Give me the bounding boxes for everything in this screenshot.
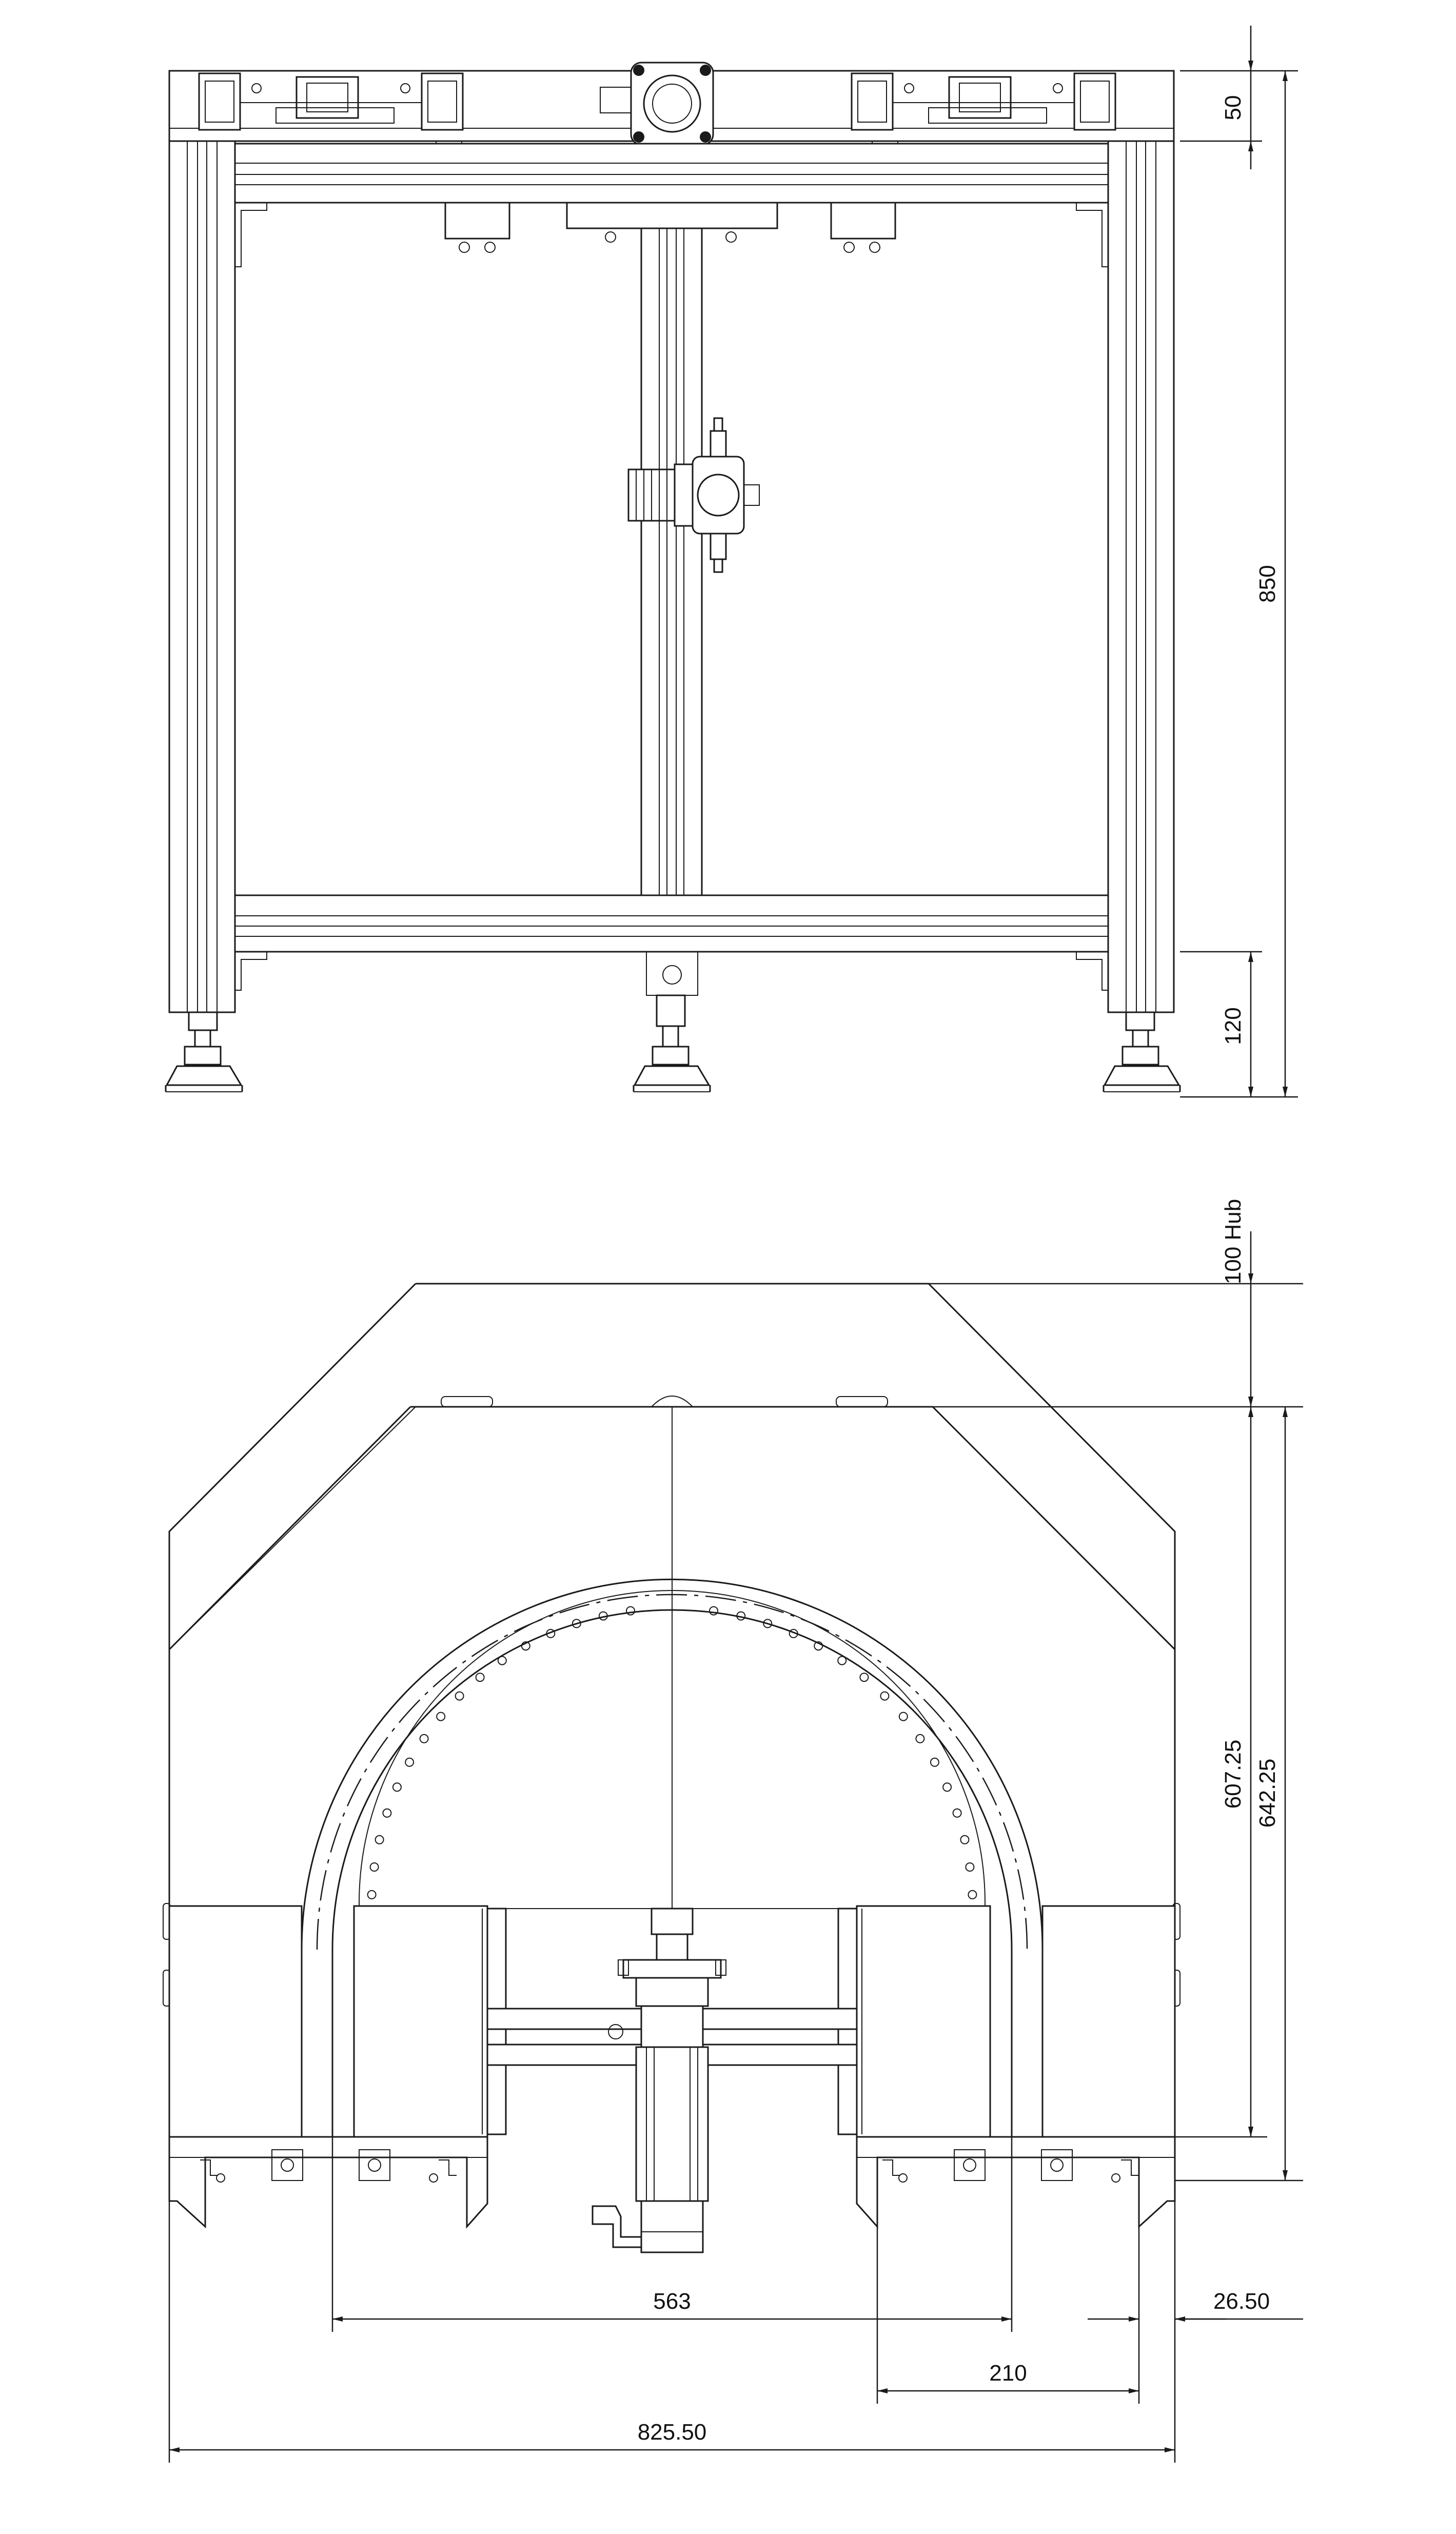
dim-width-total: 825.50: [638, 2420, 707, 2445]
front-view: [165, 62, 1181, 1092]
bolt-hole: [521, 1641, 530, 1651]
dim-foot-height: 120: [1221, 1007, 1246, 1045]
bolt-hole: [763, 1619, 773, 1628]
bolt-hole: [915, 1734, 925, 1743]
bolt-hole-pattern: [367, 1606, 977, 1899]
bolt-hole: [497, 1656, 507, 1665]
bolt-hole: [942, 1782, 952, 1792]
dim-edge-offset: 26.50: [1213, 2289, 1270, 2314]
bolt-hole: [968, 1890, 977, 1899]
bolt-hole: [837, 1656, 847, 1665]
right-outer-block: [1041, 1905, 1176, 2138]
center-post: [640, 227, 703, 896]
front-view-dimensions: 50 850 120: [1180, 26, 1298, 1098]
right-inner-block: [856, 1905, 991, 2138]
left-inner-block: [353, 1905, 488, 2138]
lower-crossbeam: [234, 894, 1109, 953]
bolt-hole: [367, 1890, 377, 1899]
leveling-foot-right: [1103, 1011, 1181, 1092]
left-outer-block: [168, 1905, 303, 2138]
bolt-hole: [960, 1835, 970, 1844]
cylinder-body: [635, 2046, 709, 2202]
right-post: [1107, 140, 1175, 1013]
dim-height-inner: 607.25: [1221, 1740, 1246, 1809]
bolt-hole: [952, 1808, 962, 1818]
bolt-hole: [626, 1606, 635, 1616]
bolt-hole: [814, 1641, 823, 1651]
bottom-view-dimensions: 100 Hub 607.25 642.25 563 26.50 210 825.…: [168, 1199, 1303, 2463]
stroke-envelope: [168, 1283, 1176, 1649]
bolt-hole: [455, 1691, 464, 1701]
left-clamp-assembly: [198, 72, 464, 131]
bolt-hole: [736, 1611, 746, 1621]
bolt-hole: [475, 1673, 485, 1682]
bolt-hole: [898, 1712, 908, 1721]
bolt-hole: [709, 1606, 718, 1616]
pneumatic-valve: [627, 417, 760, 573]
bolt-hole: [546, 1628, 556, 1638]
bolt-hole: [789, 1628, 798, 1638]
right-clamp-assembly: [851, 72, 1116, 131]
dim-height-outer: 642.25: [1255, 1759, 1280, 1828]
upper-crossbeam: [234, 143, 1109, 204]
bolt-hole: [369, 1862, 379, 1872]
bolt-hole: [572, 1619, 581, 1628]
pneumatic-cylinder: [592, 1908, 726, 2253]
bolt-hole: [375, 1835, 384, 1844]
dim-total-height: 850: [1255, 565, 1280, 602]
dim-stroke: 100 Hub: [1221, 1199, 1246, 1284]
bolt-hole: [930, 1757, 939, 1767]
dim-width-inner: 563: [653, 2289, 691, 2314]
bolt-hole: [859, 1673, 869, 1682]
elbow-fitting: [592, 2205, 642, 2248]
dim-width-side: 210: [989, 2361, 1027, 2386]
bolt-hole: [405, 1757, 415, 1767]
bolt-hole: [598, 1611, 608, 1621]
bottom-view: [163, 1283, 1180, 2253]
bolt-hole: [419, 1734, 429, 1743]
left-post: [168, 140, 236, 1013]
bolt-hole: [392, 1782, 402, 1792]
dim-top-height: 50: [1221, 95, 1246, 121]
bolt-hole: [382, 1808, 392, 1818]
bolt-hole: [436, 1712, 446, 1721]
leveling-foot-center: [633, 994, 711, 1092]
bolt-hole: [880, 1691, 890, 1701]
right-mounting-flange: [856, 2136, 1176, 2229]
bolt-hole: [965, 1862, 975, 1872]
left-mounting-flange: [168, 2136, 488, 2229]
leveling-foot-left: [165, 1011, 243, 1092]
